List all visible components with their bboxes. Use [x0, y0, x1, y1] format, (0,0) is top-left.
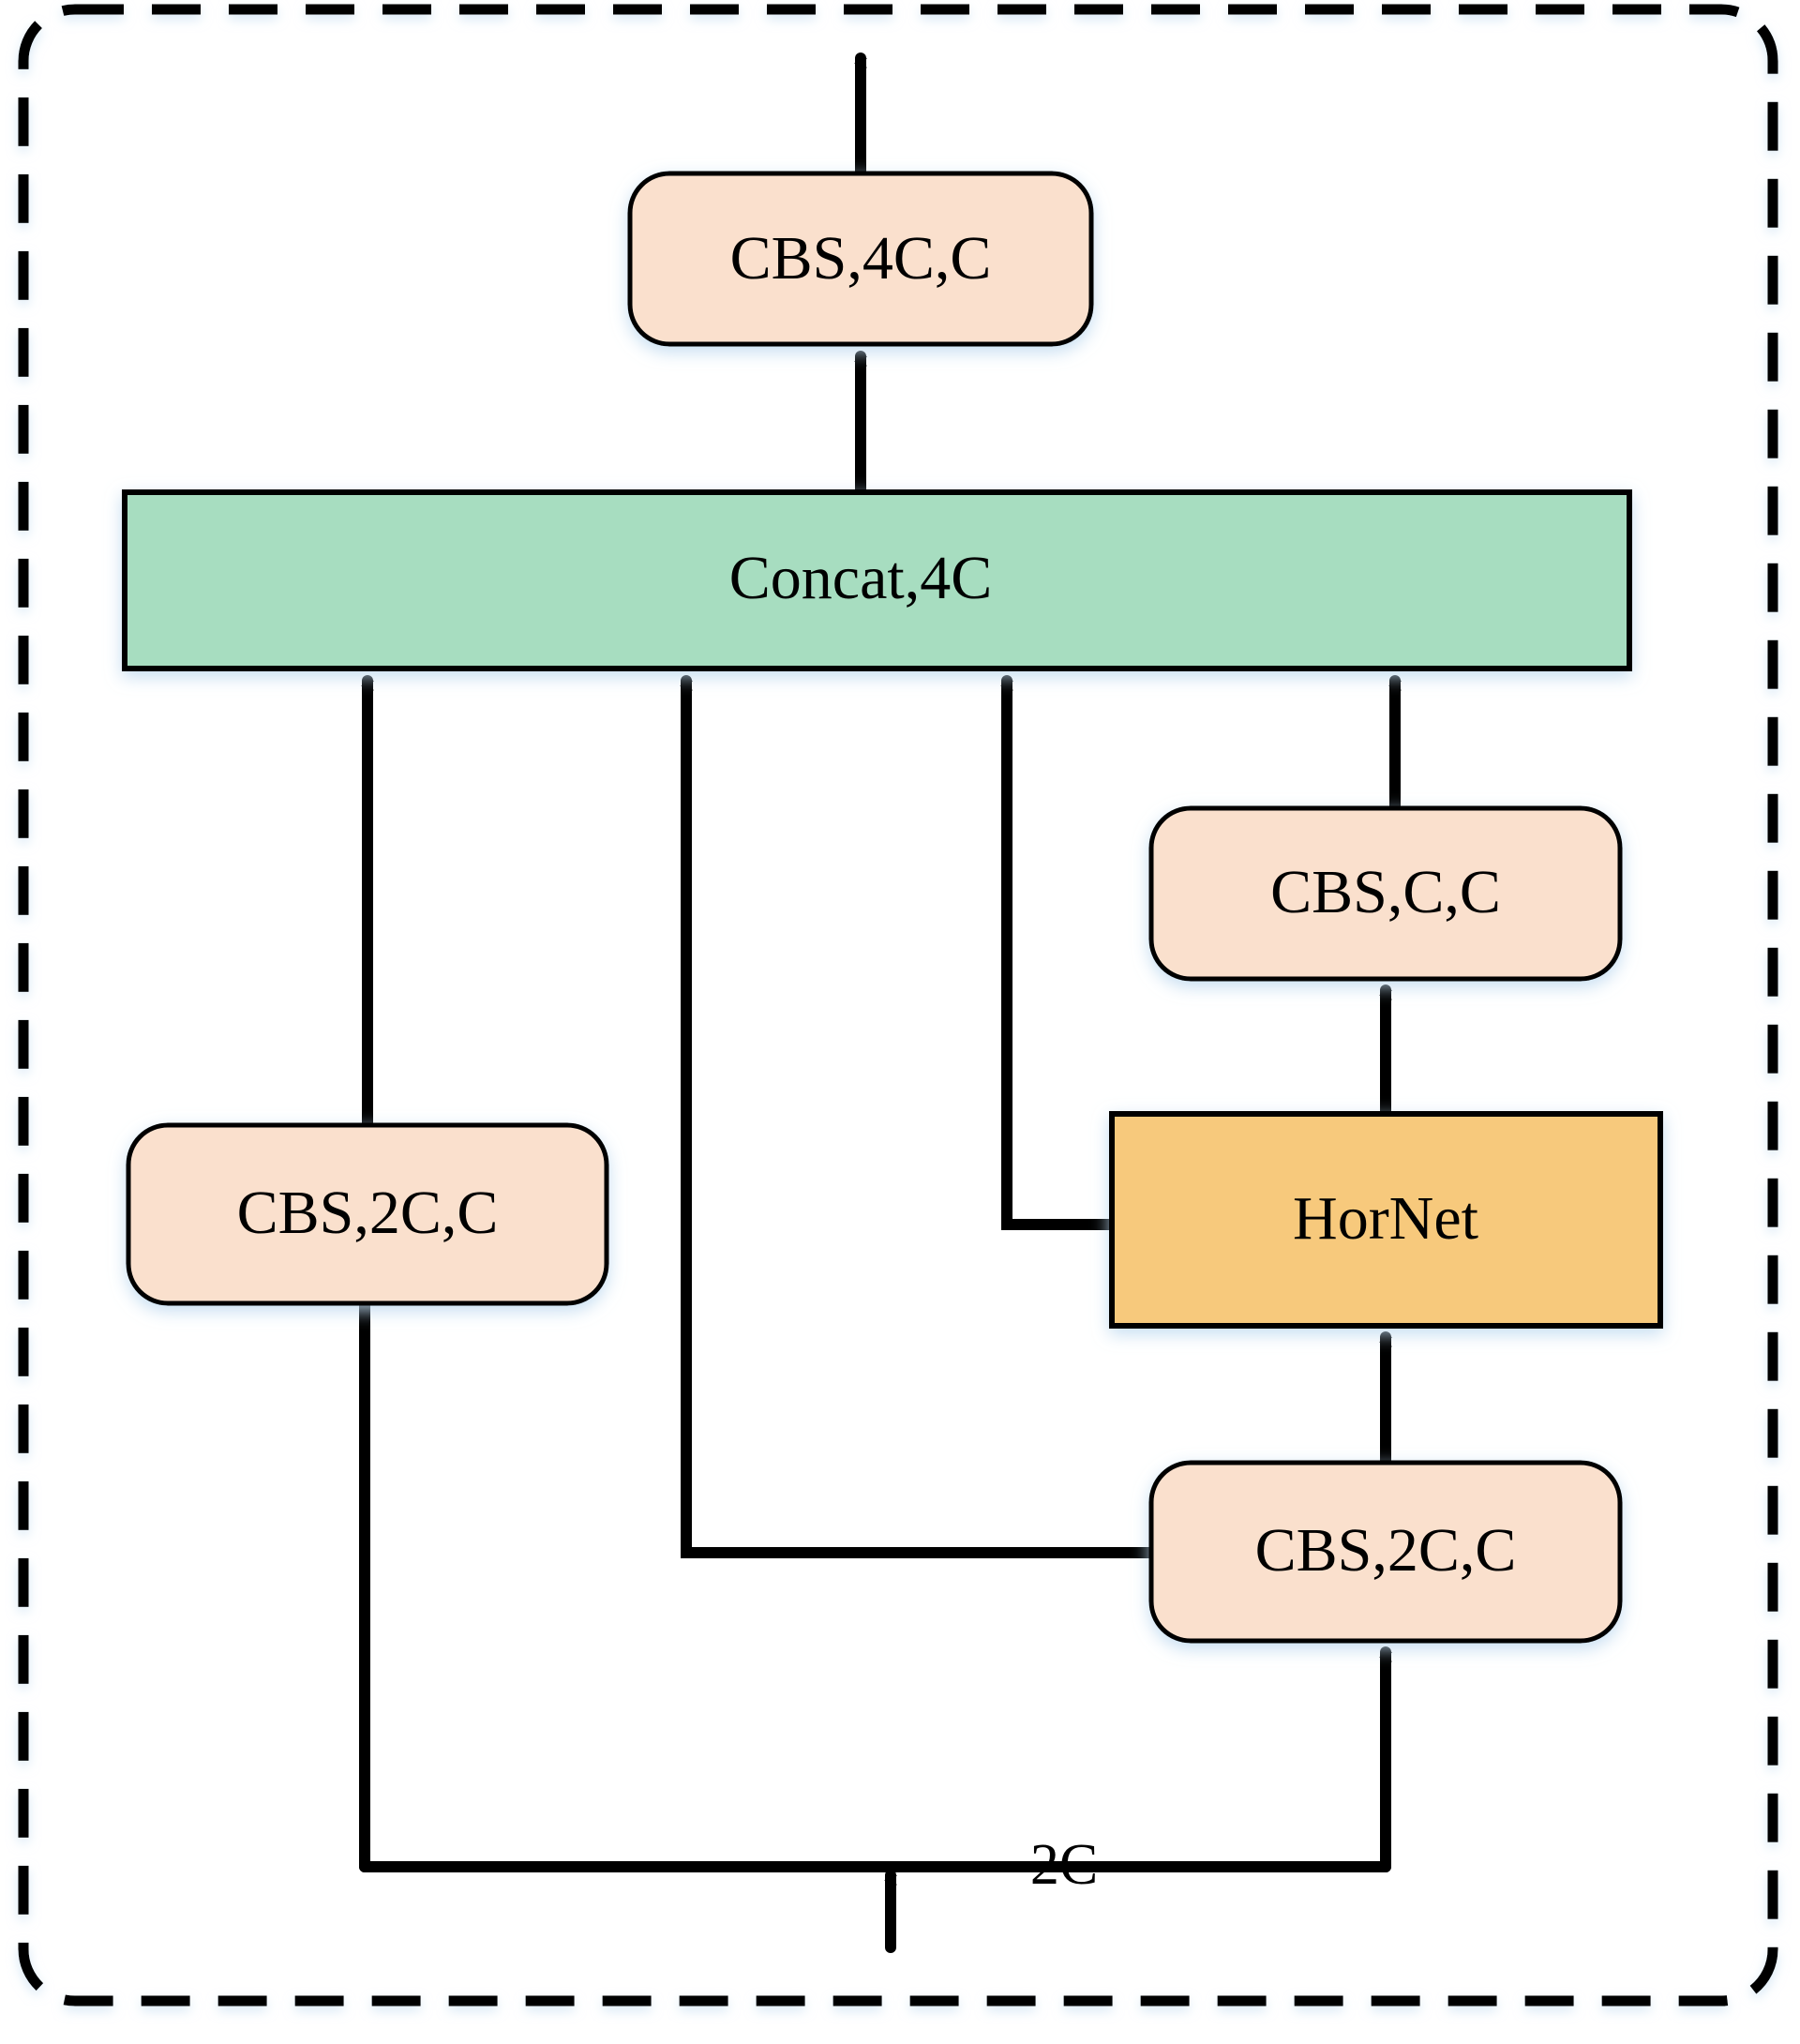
node-cbs-4c-c-label: CBS,4C,C	[730, 224, 992, 293]
node-cbs-2c-c-left-label: CBS,2C,C	[237, 1179, 499, 1247]
node-cbs-2c-c-left[interactable]: CBS,2C,C	[126, 1122, 609, 1306]
node-hornet-shape	[1109, 1111, 1663, 1329]
node-cbs-4c-c-shape	[627, 171, 1094, 347]
node-cbs-c-c-label: CBS,C,C	[1270, 858, 1501, 926]
node-cbs-2c-c-left-shape	[126, 1122, 609, 1306]
node-hornet-label: HorNet	[1293, 1184, 1478, 1253]
node-cbs-c-c-shape	[1148, 805, 1623, 982]
node-cbs-2c-c-right-label: CBS,2C,C	[1255, 1516, 1517, 1585]
node-concat-4c[interactable]: Concat,4C	[122, 489, 1632, 671]
node-concat-4c-label: Concat,4C	[729, 544, 992, 612]
node-concat-4c-shape	[122, 489, 1632, 671]
node-cbs-2c-c-right[interactable]: CBS,2C,C	[1148, 1460, 1623, 1644]
node-hornet[interactable]: HorNet	[1109, 1111, 1663, 1329]
edge-right-cbs-to-concat	[680, 675, 1157, 1558]
input-channel-label: 2C	[1030, 1833, 1098, 1897]
connector-layer	[359, 53, 1402, 1953]
edge-hornet-to-concat	[1000, 675, 1118, 1230]
node-cbs-c-c[interactable]: CBS,C,C	[1148, 805, 1623, 982]
node-cbs-2c-c-right-shape	[1148, 1460, 1623, 1644]
node-cbs-4c-c[interactable]: CBS,4C,C	[627, 171, 1094, 347]
